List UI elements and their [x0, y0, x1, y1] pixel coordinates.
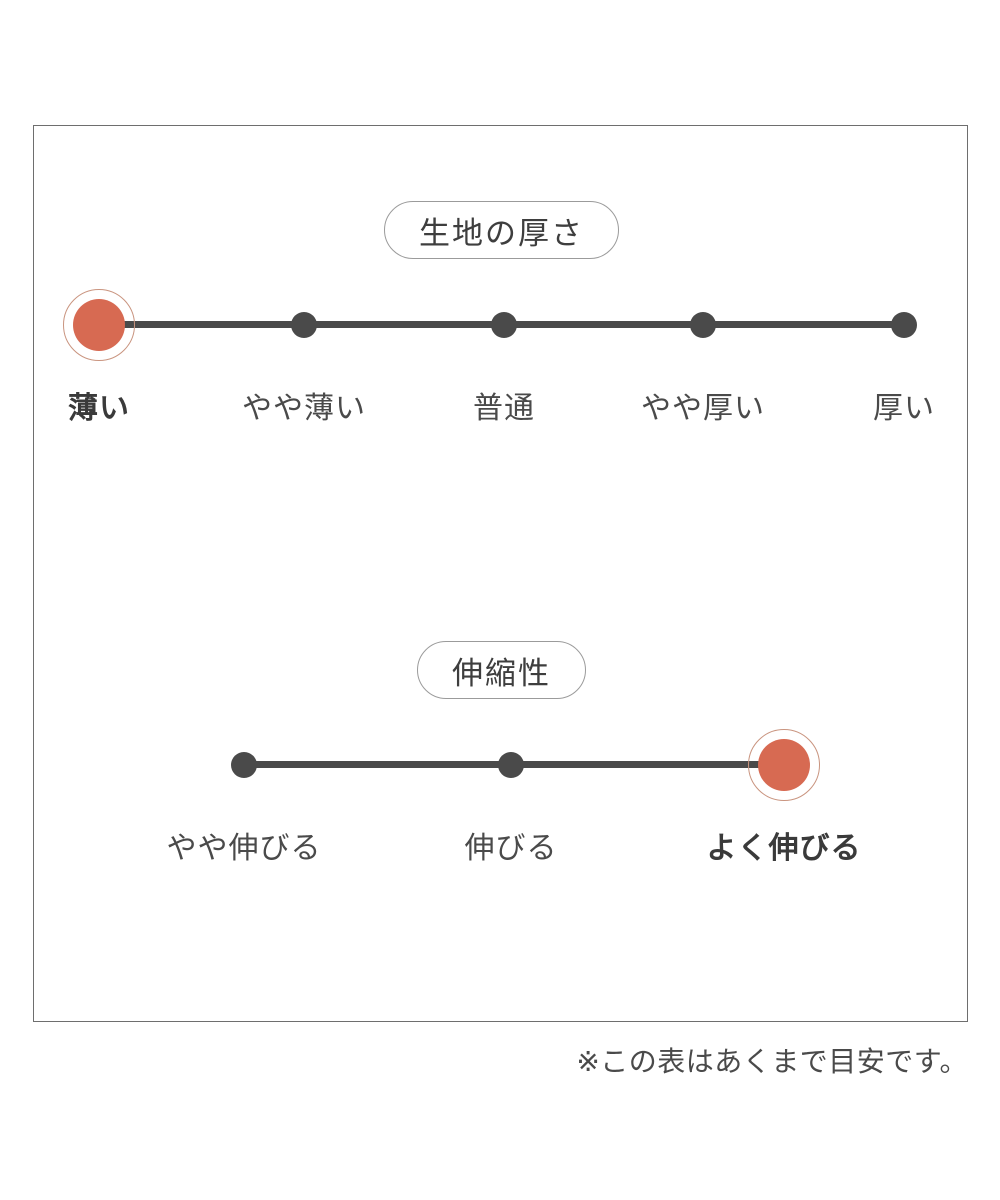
- scale-label-thickness-3: 普通: [473, 391, 535, 426]
- active-dot-icon: [758, 738, 810, 791]
- plain-dot-icon: [690, 311, 716, 338]
- scale-fabric-thickness: 薄い やや薄い 普通 やや厚い: [34, 288, 969, 481]
- active-ring-icon: [63, 288, 135, 361]
- section-heading-fabric-thickness: 生地の厚さ: [384, 201, 619, 259]
- plain-dot-icon: [231, 751, 257, 778]
- section-stretch: 伸縮性 やや伸びる 伸びる よく伸びる: [34, 641, 969, 921]
- plain-dot-icon: [491, 311, 517, 338]
- plain-dot-icon: [498, 751, 524, 778]
- scale-label-stretch-3: よく伸びる: [706, 831, 862, 866]
- active-ring-icon: [748, 728, 820, 801]
- scale-label-thickness-5: 厚い: [873, 391, 935, 426]
- section-heading-wrap-stretch: 伸縮性: [34, 641, 969, 699]
- scale-stretch: やや伸びる 伸びる よく伸びる: [34, 728, 969, 921]
- scale-label-thickness-4: やや厚い: [641, 391, 765, 426]
- plain-dot-icon: [291, 311, 317, 338]
- scale-label-stretch-2: 伸びる: [464, 831, 558, 866]
- section-heading-stretch: 伸縮性: [417, 641, 586, 699]
- section-fabric-thickness: 生地の厚さ 薄い やや薄い 普通: [34, 201, 969, 481]
- chart-footnote: ※この表はあくまで目安です。: [576, 1045, 968, 1078]
- scale-label-thickness-2: やや薄い: [242, 391, 366, 426]
- scale-label-thickness-1: 薄い: [68, 391, 130, 426]
- section-heading-wrap-thickness: 生地の厚さ: [34, 201, 969, 259]
- spec-card: 生地の厚さ 薄い やや薄い 普通: [33, 125, 968, 1022]
- scale-label-stretch-1: やや伸びる: [166, 831, 322, 866]
- active-dot-icon: [73, 298, 125, 351]
- plain-dot-icon: [891, 311, 917, 338]
